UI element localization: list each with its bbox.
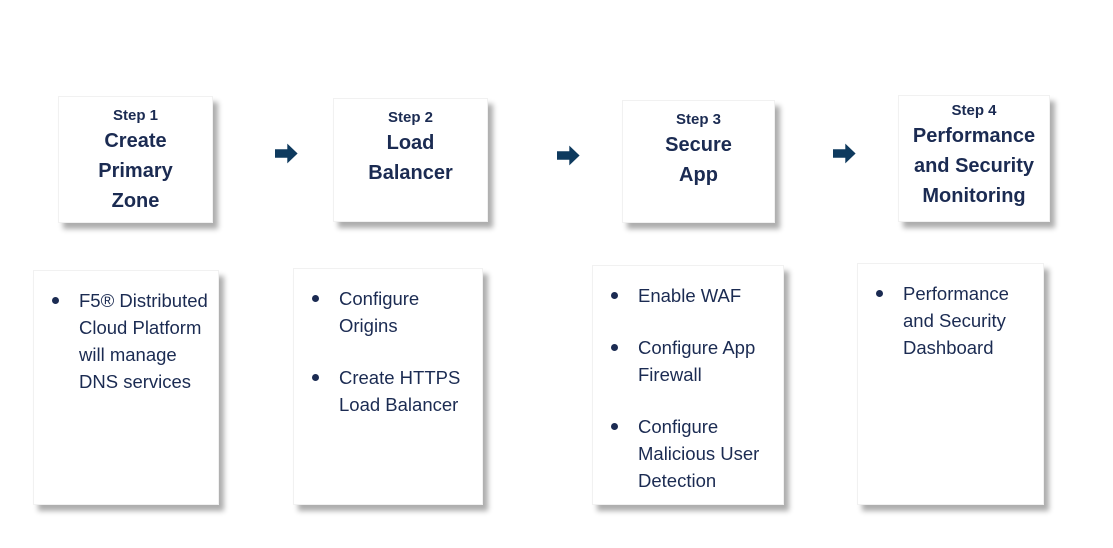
step-2-label: Step 2 [387,109,433,126]
step-1-bullet-list: F5® Distributed Cloud Platform will mana… [34,271,218,395]
bullet-item: Performance and Security Dashboard [873,280,1037,361]
bullet-item: Configure Malicious User Detection [608,413,777,494]
step-1-details-box: F5® Distributed Cloud Platform will mana… [33,270,219,505]
bullet-item: Configure App Firewall [608,334,777,388]
bullet-item: Create HTTPS Load Balancer [309,364,476,418]
arrow-right-icon [833,143,856,164]
step-3-header-box: Step 3 Secure App [622,100,775,223]
bullet-item: F5® Distributed Cloud Platform will mana… [49,287,212,395]
step-4-header-box: Step 4 Performance and Security Monitori… [898,95,1050,222]
step-1-title: Create Primary Zone [98,130,173,212]
step-2-header-box: Step 2 Load Balancer [333,98,488,222]
step-4-bullet-list: Performance and Security Dashboard [858,264,1043,361]
arrow-right-icon [557,145,580,166]
bullet-item: Configure Origins [309,285,476,339]
arrow-right-icon [275,143,298,164]
step-4-details-box: Performance and Security Dashboard [857,263,1044,505]
step-3-label: Step 3 [675,111,721,128]
step-1-label: Step 1 [112,107,158,124]
step-2-title: Load Balancer [368,132,453,184]
step-1-header-box: Step 1 Create Primary Zone [58,96,213,223]
step-3-title: Secure App [665,134,732,186]
bullet-item: Enable WAF [608,282,777,309]
step-4-label: Step 4 [951,102,997,119]
step-4-title: Performance and Security Monitoring [912,125,1036,207]
